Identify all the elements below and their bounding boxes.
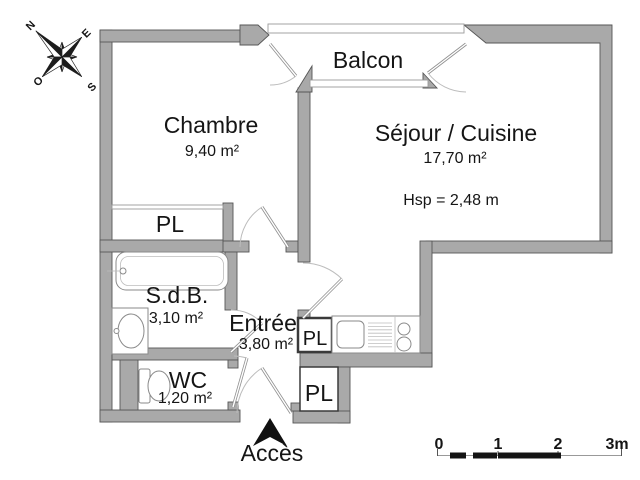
- wall-chambre-sejour-top-stub: [295, 64, 313, 93]
- label-wc-area: 1,20 m²: [158, 390, 213, 407]
- label-wc: WC: [169, 367, 207, 393]
- scale-label-0: 0: [435, 436, 444, 453]
- label-acces: Accès: [241, 440, 304, 466]
- compass-label-s: S: [86, 81, 100, 95]
- wall-closet-chambre-right: [222, 202, 234, 242]
- scale-dash-2: [473, 452, 497, 459]
- room-labels: Balcon Chambre 9,40 m² Séjour / Cuisine …: [146, 47, 538, 466]
- wall-chambre-sejour: [297, 87, 311, 263]
- closet-entree-box: [299, 366, 339, 412]
- label-entree-area: 3,80 m²: [239, 336, 294, 353]
- label-entree: Entrée: [229, 310, 297, 336]
- wall-left-outer: [99, 29, 113, 423]
- wall-closet-sdb: [99, 239, 233, 253]
- door-arc-chambre-balcon: [269, 75, 297, 86]
- stove-burner-2: [396, 336, 412, 352]
- scale-label-2: 2: [554, 436, 563, 453]
- compass-arm-west: [41, 56, 63, 78]
- kitchen-sink: [336, 320, 365, 349]
- closet-chambre-front: [111, 204, 224, 210]
- label-chambre-area: 9,40 m²: [185, 143, 240, 160]
- label-sdb: S.d.B.: [146, 282, 209, 308]
- door-arc-sdb: [230, 309, 263, 324]
- door-arc-entry: [236, 367, 263, 414]
- compass-label-e: E: [80, 27, 94, 41]
- wall-closet-entree-bottom: [292, 410, 351, 424]
- scale-label-3m: 3m: [605, 436, 628, 453]
- bathtub-drain: [119, 267, 127, 275]
- door-arc-sejour: [302, 262, 343, 280]
- kitchen-drainboard: [368, 322, 392, 348]
- wall-bottom-outer: [99, 409, 241, 423]
- stove-burner-1: [397, 322, 411, 336]
- wall-wc-duct: [119, 357, 139, 411]
- balcony-railing: [267, 23, 465, 34]
- scale-label-1: 1: [494, 436, 503, 453]
- washbasin-tap: [113, 328, 120, 334]
- wall-top-chambre: [99, 29, 241, 43]
- toilet-bowl: [147, 370, 171, 402]
- compass-label-o: O: [31, 74, 46, 89]
- wall-sejour-south: [425, 240, 613, 254]
- sejour-window-band: [309, 79, 429, 88]
- label-sdb-area: 3,10 m²: [149, 310, 204, 327]
- wall-kitchen-right: [419, 240, 433, 368]
- fixtures: [107, 251, 421, 404]
- compass-arm-east: [61, 36, 83, 58]
- washbasin-bowl: [117, 313, 145, 349]
- label-closet-chambre: PL: [156, 211, 184, 237]
- doors: [229, 42, 467, 414]
- wall-wc-stub-top: [227, 359, 239, 369]
- label-closet-cuisine: PL: [303, 328, 327, 350]
- label-sejour-area: 17,70 m²: [423, 150, 487, 167]
- wall-kitchen-bottom: [299, 352, 433, 368]
- walls: [99, 24, 613, 424]
- wall-entry-hinge-stub: [290, 402, 301, 412]
- label-balcon: Balcon: [333, 47, 403, 73]
- scale-bar: 0 1 2 3m: [435, 436, 629, 459]
- compass-arm-north: [35, 30, 63, 58]
- door-arc-wc: [233, 355, 248, 359]
- label-closet-entree: PL: [305, 380, 333, 406]
- scale-solid-segment: [498, 452, 561, 459]
- label-chambre: Chambre: [164, 112, 259, 138]
- entry-arrow-icon: [253, 418, 287, 446]
- label-ceiling-height: Hsp = 2,48 m: [403, 192, 499, 209]
- label-sejour: Séjour / Cuisine: [375, 120, 537, 146]
- scale-dash-1: [450, 452, 466, 459]
- door-arc-chambre: [239, 206, 263, 248]
- wall-chambre-entree-left: [222, 240, 250, 253]
- door-arc-sejour-balcon: [427, 72, 467, 93]
- wall-balcony-left-end: [239, 24, 270, 46]
